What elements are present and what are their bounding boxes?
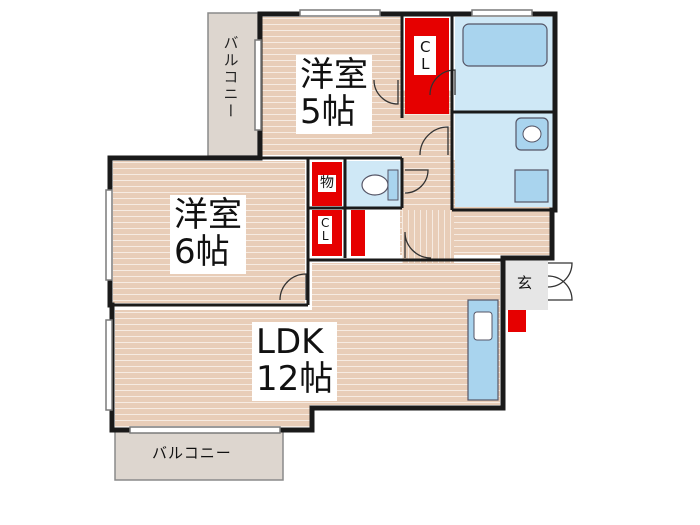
toilet-bowl [361,174,389,196]
bedroom-5-label: 洋室 5帖 [296,55,372,134]
entrance-label: 玄 [517,274,533,292]
ldk-name: LDK [256,322,324,362]
windows [105,9,533,434]
door-swings [279,69,573,301]
closet-top-label: C L [414,36,437,75]
kitchen-sink [473,311,493,341]
bedroom-6-name: 洋室 [174,195,242,235]
bedroom-6-label: 洋室 6帖 [170,195,246,274]
bedroom-5-size: 5帖 [300,92,356,133]
hall-floor-vertical [402,210,454,265]
sink-bowl [522,125,542,143]
toilet-tank [387,169,399,201]
shoe-box [508,310,526,332]
closet-mid-label: C L [318,216,333,245]
ldk-label: LDK 12帖 [252,322,338,401]
bedroom-6-size: 6帖 [174,232,230,273]
bedroom-5-name: 洋室 [300,55,368,95]
balcony-top-label: バルコニー [221,35,240,120]
bathtub [462,23,548,67]
ldk-size: 12帖 [256,359,334,400]
balcony-bottom-label: バルコニー [152,444,232,462]
closet-small [351,210,365,256]
storage-label: 物 [318,175,336,193]
washing-machine [514,169,549,203]
